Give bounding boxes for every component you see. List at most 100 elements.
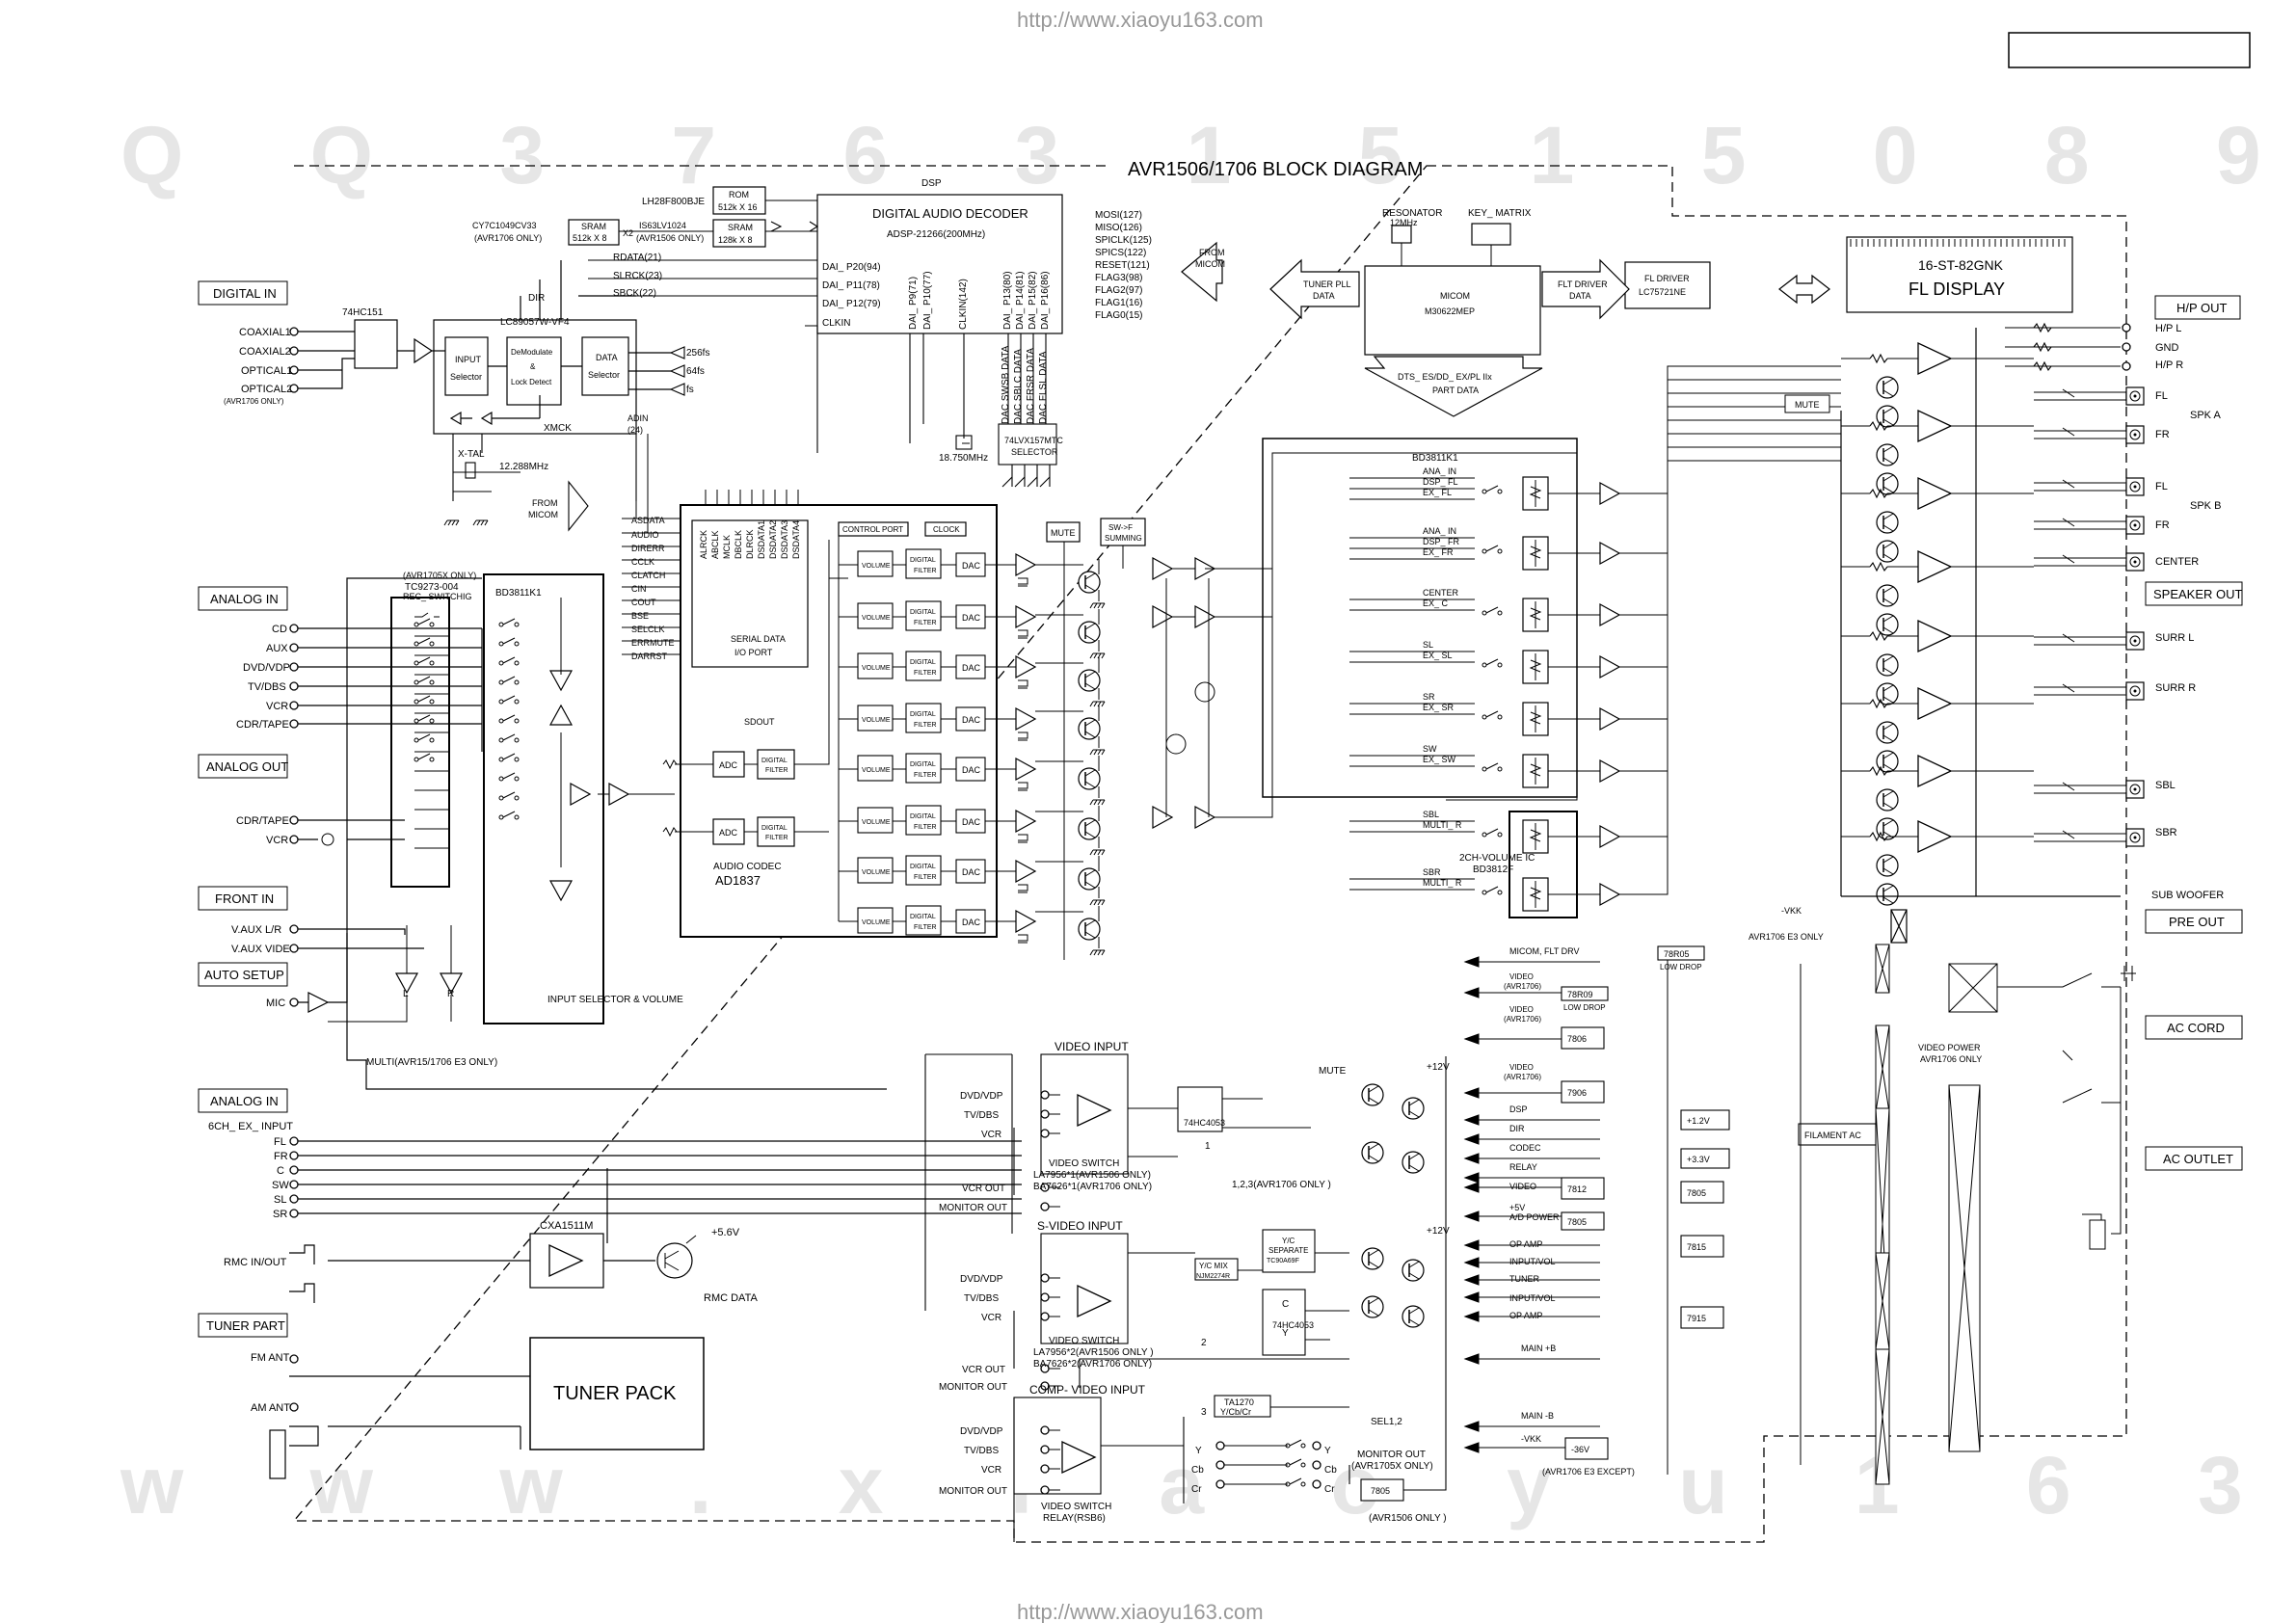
codec-dac-6	[955, 859, 986, 884]
codec-left-9: ERRMUTE	[631, 638, 675, 648]
codec-top-2: MCLK	[722, 535, 732, 559]
vol-in-label-2-0: CENTER	[1423, 588, 1459, 598]
codec-filter-l2-1: FILTER	[914, 620, 937, 626]
vkk-note: AVR1706 E3 ONLY	[1749, 932, 1824, 942]
vol-amp-1	[1599, 542, 1620, 565]
dad-right-8: FLAG0(15)	[1095, 310, 1142, 321]
svideo-in-tv: TV/DBS	[964, 1293, 999, 1304]
sbr-terminal	[2125, 828, 2145, 847]
dad-bottom-2: CLKIN(142)	[958, 279, 969, 330]
sram2-label: SRAM	[728, 223, 753, 232]
out-transistor-a-0	[1876, 376, 1899, 399]
input-sel-vol-label: INPUT SELECTOR & VOLUME	[547, 995, 683, 1005]
serial-l2: I/O PORT	[734, 648, 773, 657]
out-transistor-b-2	[1876, 540, 1899, 563]
pwr-5v: +5V	[1509, 1203, 1525, 1212]
pwr-main-m: MAIN -B	[1521, 1411, 1554, 1421]
mid-gnd-2	[1089, 701, 1106, 707]
ch6-c: C	[277, 1165, 284, 1177]
codec-out-amp-2	[1015, 655, 1036, 678]
pwr-relay: RELAY	[1509, 1162, 1537, 1172]
out-amp-5	[1917, 687, 1952, 720]
analog-in-text: ANALOG IN	[210, 592, 279, 606]
switch3-l1: VIDEO SWITCH	[1041, 1502, 1111, 1512]
switch2-l2: LA7956*2(AVR1506 ONLY )	[1033, 1347, 1154, 1358]
part-data-l2: PART DATA	[1432, 386, 1479, 395]
out-amp-4	[1917, 620, 1952, 652]
codec-dac-text-6: DAC	[962, 867, 981, 877]
analog-in-dvd: DVD/VDP	[243, 662, 290, 674]
video-in-tv: TV/DBS	[964, 1110, 999, 1121]
vol-amp-2	[1599, 603, 1620, 626]
vol-in-label-1-0: ANA_ IN	[1423, 526, 1456, 536]
data-selector-l2: Selector	[588, 370, 620, 380]
analog-in-vcr: VCR	[266, 701, 288, 712]
multi-note: MULTI(AVR15/1706 E3 ONLY)	[366, 1057, 497, 1068]
out-amp-6	[1917, 755, 1952, 787]
svideo-vcr-out: VCR OUT	[962, 1365, 1005, 1375]
control-port-label: CONTROL PORT	[842, 525, 903, 534]
adin-l1: ADIN	[627, 413, 649, 423]
mic-label: MIC	[266, 998, 285, 1009]
diagram-title: AVR1506/1706 BLOCK DIAGRAM	[1128, 159, 1423, 180]
comp-in-tv: TV/DBS	[964, 1446, 999, 1456]
dad-right-5: FLAG3(98)	[1095, 273, 1142, 283]
codec-out-amp-0	[1015, 553, 1036, 576]
sram1-label: SRAM	[581, 222, 606, 231]
vol-switch-2	[1482, 606, 1503, 616]
comp-cr-in: Cr	[1191, 1484, 1202, 1495]
chip-lc89057: LC89057W-VF4	[500, 317, 570, 328]
dad-right-6: FLAG2(97)	[1095, 285, 1142, 296]
dad-right-0: MOSI(127)	[1095, 210, 1142, 221]
dac-data-3: DAC FLSL DATA	[1038, 351, 1049, 424]
out-amp-0	[1917, 342, 1952, 375]
comp-out-jack-1	[1312, 1460, 1322, 1470]
from-micom2-l1: FROM	[1199, 248, 1225, 257]
avr1506-only: (AVR1506 ONLY )	[1369, 1513, 1447, 1524]
video-c: C	[1282, 1299, 1289, 1310]
sbr-label: SBR	[2155, 827, 2177, 838]
codec-dac-0	[955, 552, 986, 577]
vol-in-label-0-1: DSP_ FL	[1423, 477, 1458, 487]
video-7805: 7805	[1371, 1486, 1390, 1496]
codec-dac-text-3: DAC	[962, 715, 981, 725]
mid-transistor-6	[1078, 867, 1101, 891]
reg-78r09	[1561, 986, 1609, 1001]
codec-filter-l1-0: DIGITAL	[910, 557, 936, 564]
video-jack-10	[1040, 1425, 1050, 1435]
analog-in-cd: CD	[272, 624, 287, 635]
sbl-label: SBL	[2155, 780, 2176, 791]
analog-in-tv: TV/DBS	[248, 681, 286, 693]
adc-filter2-l2: FILTER	[765, 835, 788, 841]
codec-dac-3	[955, 706, 986, 732]
pwr-ad: A/D POWER	[1509, 1212, 1560, 1222]
resonator-label: RESONATOR	[1382, 208, 1442, 219]
hp-out-box	[2154, 295, 2241, 320]
mid-transistor-0	[1078, 571, 1101, 594]
codec-left-6: COUT	[631, 598, 656, 607]
switch1-l2: LA7956*1(AVR1506 ONLY)	[1033, 1170, 1151, 1181]
reg-78r09-text: 78R09	[1567, 990, 1593, 999]
out-amp-1	[1917, 410, 1952, 442]
out-transistor-a-6	[1876, 788, 1899, 812]
codec-volume-text-0: VOLUME	[862, 563, 891, 570]
codec-out-amp-7	[1015, 910, 1036, 933]
vol-in-label-1-1: DSP_ FR	[1423, 537, 1460, 546]
ch6-fl: FL	[274, 1136, 286, 1148]
vol-amp-4	[1599, 707, 1620, 731]
codec-filter-l2-4: FILTER	[914, 772, 937, 779]
sram1-x2: X2	[623, 228, 633, 238]
surr-r-label: SURR R	[2155, 682, 2196, 694]
vol-switch-3	[1482, 658, 1503, 668]
tuner-part-label	[198, 1313, 288, 1338]
adc-filter2-l1: DIGITAL	[761, 825, 788, 832]
speaker-out-box	[2145, 581, 2243, 606]
micom-label: MICOM	[1440, 291, 1470, 301]
codec-filter-l2-6: FILTER	[914, 874, 937, 881]
mid-gnd-5	[1089, 849, 1106, 856]
codec-label: AUDIO CODEC	[713, 862, 782, 872]
codec-filter-5	[905, 805, 942, 836]
ta1270-part: TA1270	[1224, 1397, 1254, 1407]
video-jack-12	[1040, 1464, 1050, 1474]
